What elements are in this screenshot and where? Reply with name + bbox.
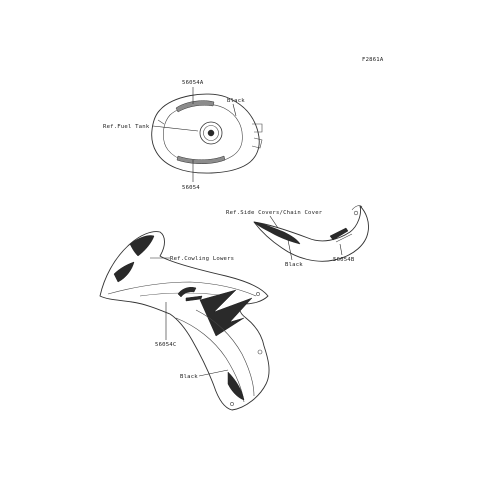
callout-ref-side-covers: Ref.Side Covers/Chain Cover bbox=[226, 210, 323, 216]
callout-cowl-black: Black bbox=[180, 374, 198, 380]
cowling bbox=[99, 231, 270, 411]
callout-tank-black: Black bbox=[227, 98, 245, 104]
side-cover bbox=[253, 205, 369, 262]
callout-56054c: 56054C bbox=[155, 342, 176, 348]
callout-ref-cowling-lowers: Ref.Cowling Lowers bbox=[170, 256, 234, 262]
callout-56054a: 56054A bbox=[182, 80, 204, 86]
callout-ref-fuel-tank: Ref.Fuel Tank bbox=[103, 124, 150, 130]
leader-56054b bbox=[339, 243, 343, 256]
callout-side-black: Black bbox=[285, 262, 303, 268]
fuel-tank bbox=[151, 93, 263, 174]
figure-code: F2861A bbox=[362, 57, 384, 63]
callout-56054: 56054 bbox=[182, 185, 200, 191]
callout-56054b: 56054B bbox=[333, 257, 355, 263]
leader-ref-fuel-tank bbox=[152, 125, 199, 132]
leader-ref-side-covers bbox=[269, 215, 279, 229]
leader-cowl-black bbox=[198, 369, 229, 377]
leader-tank-black bbox=[232, 103, 237, 117]
leader-side-black bbox=[287, 239, 293, 261]
